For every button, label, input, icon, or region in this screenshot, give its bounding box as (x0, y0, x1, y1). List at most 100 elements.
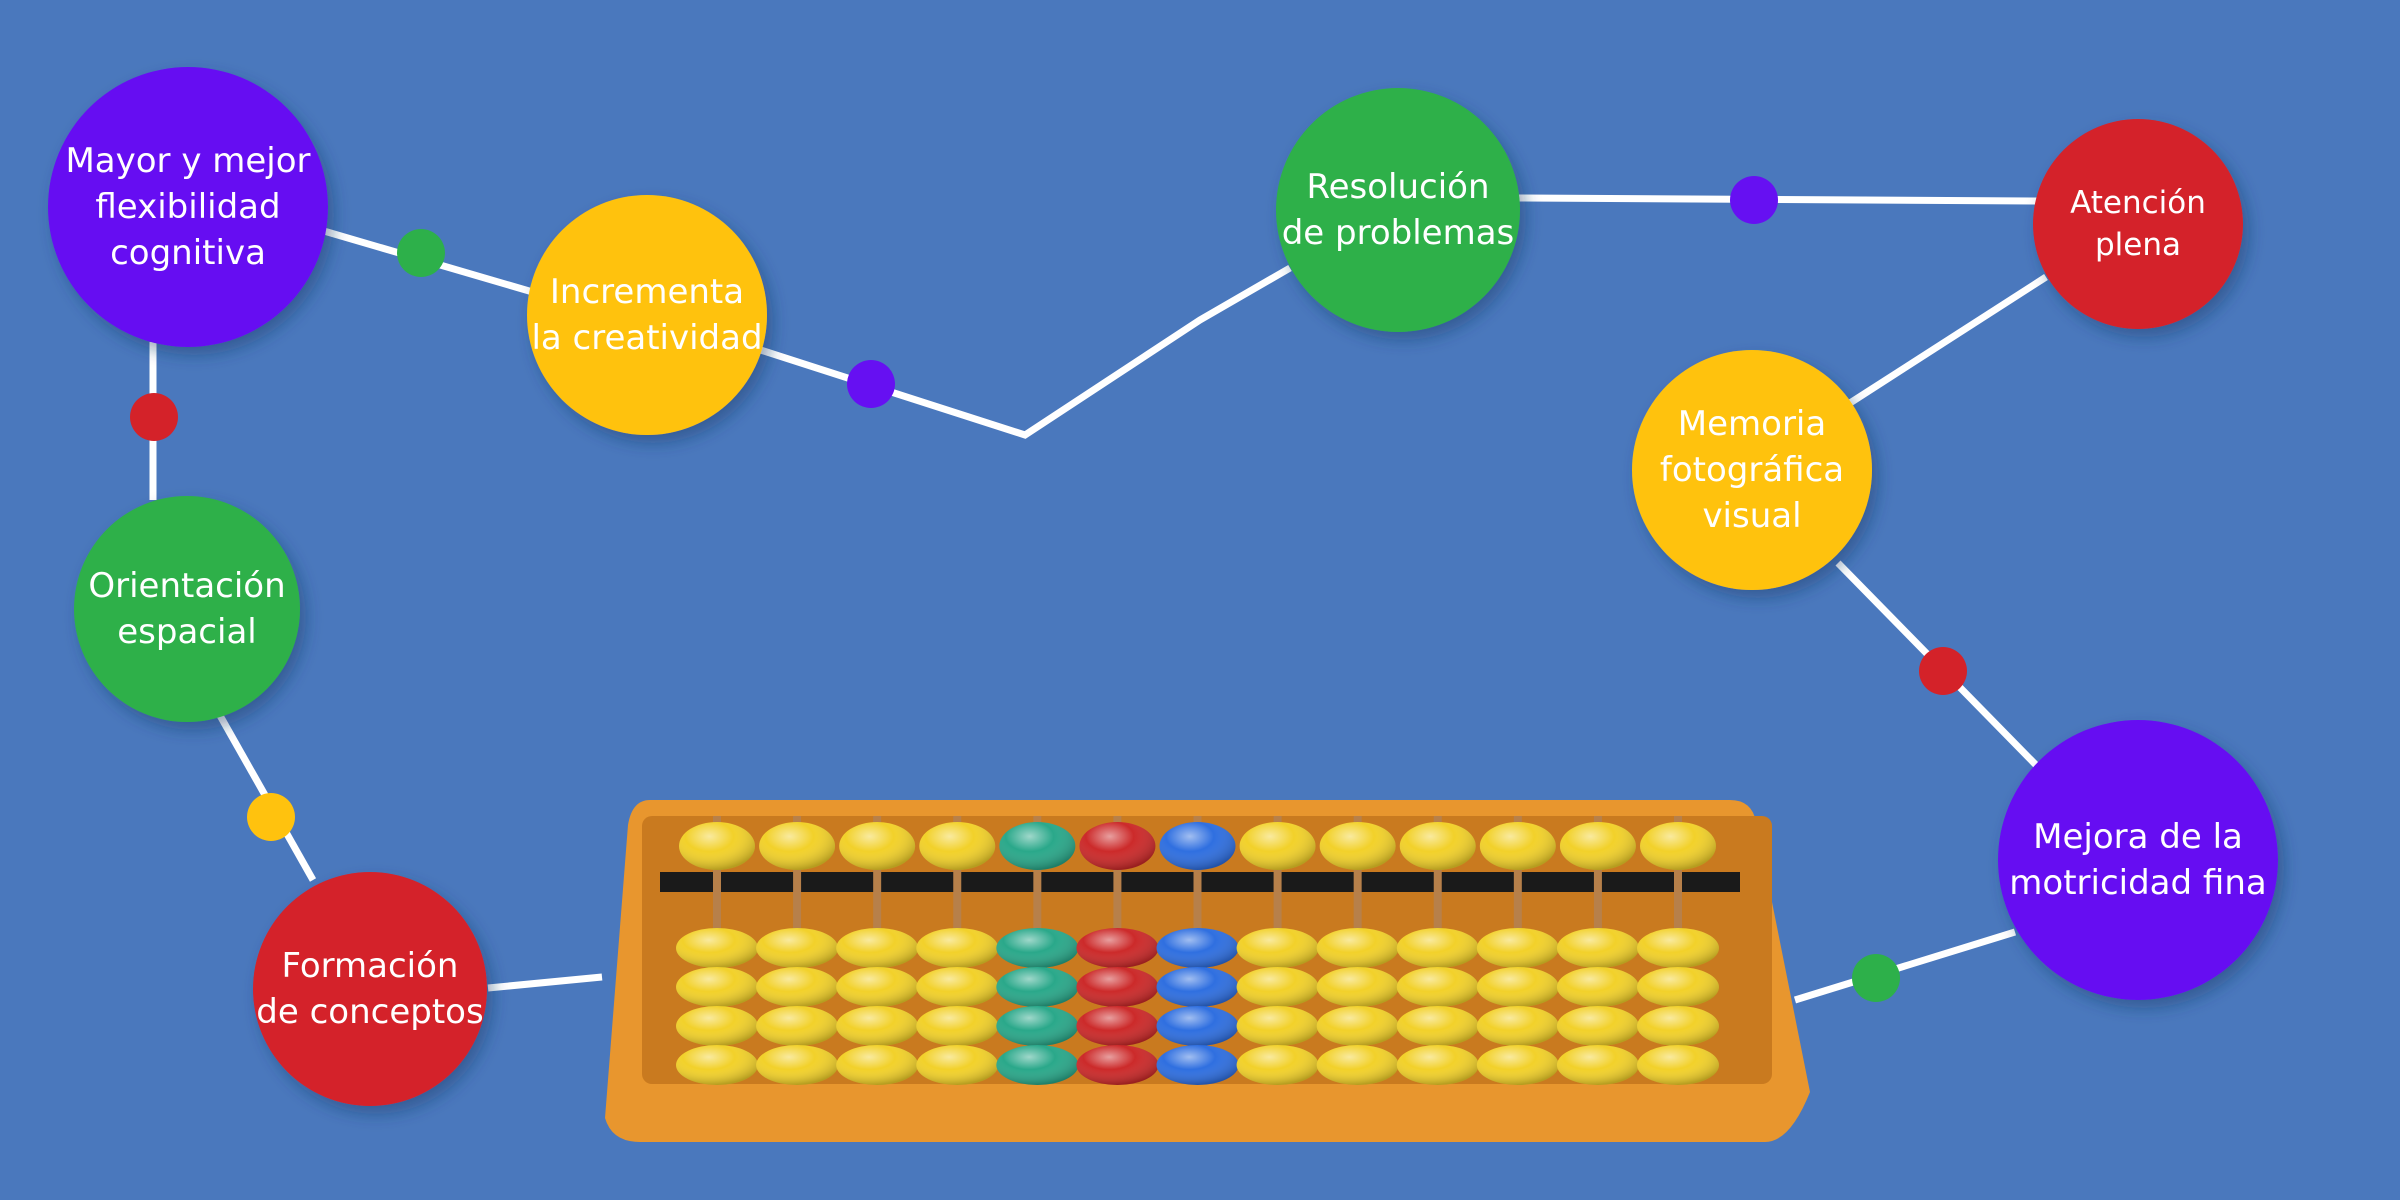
abacus-bead-shine (1399, 822, 1476, 870)
abacus-bead-shine (1236, 928, 1319, 968)
node-label-line: motricidad fina (2009, 863, 2266, 903)
abacus-bead-shine (1559, 822, 1636, 870)
abacus-bead-shine (1239, 822, 1316, 870)
abacus-bead-shine (1156, 1006, 1239, 1046)
abacus-bead-shine (1476, 1006, 1559, 1046)
node-label-line: visual (1702, 496, 1801, 536)
node-circle (1632, 350, 1872, 590)
connector-line (743, 264, 1292, 439)
abacus-bead-shine (1159, 822, 1236, 870)
abacus-bead-shine (1236, 967, 1319, 1007)
abacus-bead-shine (1156, 967, 1239, 1007)
node-orientacion: Orientación espacial (74, 496, 300, 722)
abacus-bead-shine (676, 928, 758, 968)
node-circle (1276, 88, 1520, 332)
abacus-bead-shine (1476, 1045, 1559, 1085)
node-label-line: de problemas (1282, 213, 1515, 253)
abacus-bead-shine (1637, 1045, 1719, 1085)
abacus-bead-shine (836, 1045, 919, 1085)
node-circle (74, 496, 300, 722)
node-label-line: Orientación (88, 566, 285, 606)
abacus-bead-shine (1076, 1006, 1159, 1046)
abacus-bead-shine (679, 822, 755, 870)
abacus-bead-shine (996, 967, 1079, 1007)
connector-dot (247, 793, 295, 841)
abacus-bead-shine (756, 967, 839, 1007)
node-label-line: Mejora de la (2033, 817, 2243, 857)
node-circle (2033, 119, 2243, 329)
abacus-bead-shine (919, 822, 996, 870)
abacus-bead-shine (1236, 1045, 1319, 1085)
node-label-line: Incrementa (550, 272, 744, 312)
abacus-bead-shine (1316, 967, 1399, 1007)
connector-dot (847, 360, 895, 408)
connector-dots (130, 176, 1967, 1002)
abacus-bead-shine (916, 928, 999, 968)
node-label-line: espacial (117, 612, 256, 652)
abacus-bead-shine (1556, 1045, 1639, 1085)
node-creatividad: Incrementa la creatividad (527, 195, 767, 435)
abacus-bead-shine (1479, 822, 1556, 870)
abacus-bead-shine (1476, 928, 1559, 968)
node-circle (253, 872, 487, 1106)
abacus-bead-shine (1556, 1006, 1639, 1046)
abacus-bead-shine (1396, 928, 1479, 968)
node-label-line: Memoria (1678, 404, 1826, 444)
abacus-bead-shine (1156, 928, 1239, 968)
abacus-bead-shine (756, 1045, 839, 1085)
node-label-line: de conceptos (256, 992, 483, 1032)
abacus-bead-shine (916, 1006, 999, 1046)
connector-dot (1919, 647, 1967, 695)
abacus-bead-shine (996, 928, 1079, 968)
abacus-bead-shine (1396, 1006, 1479, 1046)
node-label-line: la creatividad (531, 318, 762, 358)
node-circle (527, 195, 767, 435)
node-circle (48, 67, 328, 347)
abacus-bead-shine (676, 1045, 758, 1085)
abacus-bead-shine (1637, 967, 1719, 1007)
abacus-bead-shine (1076, 928, 1159, 968)
abacus-bead-shine (1476, 967, 1559, 1007)
abacus-bead-shine (1640, 822, 1716, 870)
node-conceptos: Formación de conceptos (253, 872, 487, 1106)
abacus-bead-shine (836, 928, 919, 968)
abacus-bead-shine (836, 1006, 919, 1046)
abacus-bead-shine (756, 928, 839, 968)
node-atencion: Atención plena (2033, 119, 2243, 329)
abacus-bead-shine (996, 1006, 1079, 1046)
node-label-line: flexibilidad (95, 187, 280, 227)
node-label-line: fotográfica (1660, 450, 1844, 490)
abacus-bead-shine (676, 1006, 758, 1046)
abacus-bead-shine (1637, 1006, 1719, 1046)
abacus-bead-shine (839, 822, 916, 870)
connector-line (1848, 274, 2048, 406)
abacus-bead-shine (996, 1045, 1079, 1085)
node-label-line: Resolución (1306, 167, 1489, 207)
abacus-bead-shine (1076, 967, 1159, 1007)
abacus-bead-shine (1556, 967, 1639, 1007)
node-label-line: Atención (2070, 185, 2206, 221)
connector-line (1793, 928, 2017, 1004)
connector-dot (1730, 176, 1778, 224)
node-label-line: Formación (282, 946, 459, 986)
abacus-icon (605, 800, 1810, 1142)
abacus-bead-shine (1316, 928, 1399, 968)
abacus-bead-shine (1556, 928, 1639, 968)
connector-dot (397, 229, 445, 277)
connector-line (487, 973, 603, 992)
connector-dot (1852, 954, 1900, 1002)
abacus-bead-shine (756, 1006, 839, 1046)
abacus-bead-shine (1076, 1045, 1159, 1085)
abacus-bead-shine (916, 1045, 999, 1085)
node-memoria: Memoria fotográfica visual (1632, 350, 1872, 590)
node-label-line: plena (2095, 227, 2181, 263)
node-resolucion: Resolución de problemas (1276, 88, 1520, 332)
benefit-nodes: Mayor y mejorflexibilidadcognitivaIncrem… (48, 67, 2278, 1106)
abacus-bead-shine (1319, 822, 1396, 870)
connector-dot (130, 393, 178, 441)
node-label-line: cognitiva (110, 233, 266, 273)
abacus-bead-shine (1396, 967, 1479, 1007)
